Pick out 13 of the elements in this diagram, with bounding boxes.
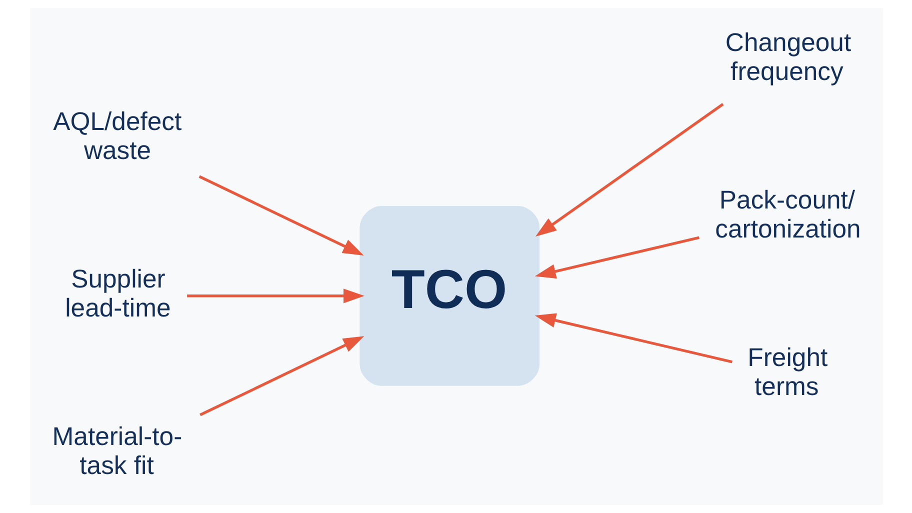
node-text: Material-to- task fit [52, 422, 182, 480]
node-text: Changeout frequency [724, 28, 851, 86]
arrow [534, 313, 732, 364]
arrow [534, 236, 699, 279]
node-text: Pack-count/ cartonization [714, 186, 860, 244]
node-text: Freight terms [747, 344, 828, 402]
arrow [199, 336, 364, 416]
node-text: AQL/defect waste [52, 108, 182, 165]
arrow [198, 175, 364, 256]
arrow [535, 103, 724, 236]
arrow [186, 288, 364, 304]
node-text: Supplier lead-time [64, 265, 170, 322]
node-box: TCO [359, 206, 540, 386]
